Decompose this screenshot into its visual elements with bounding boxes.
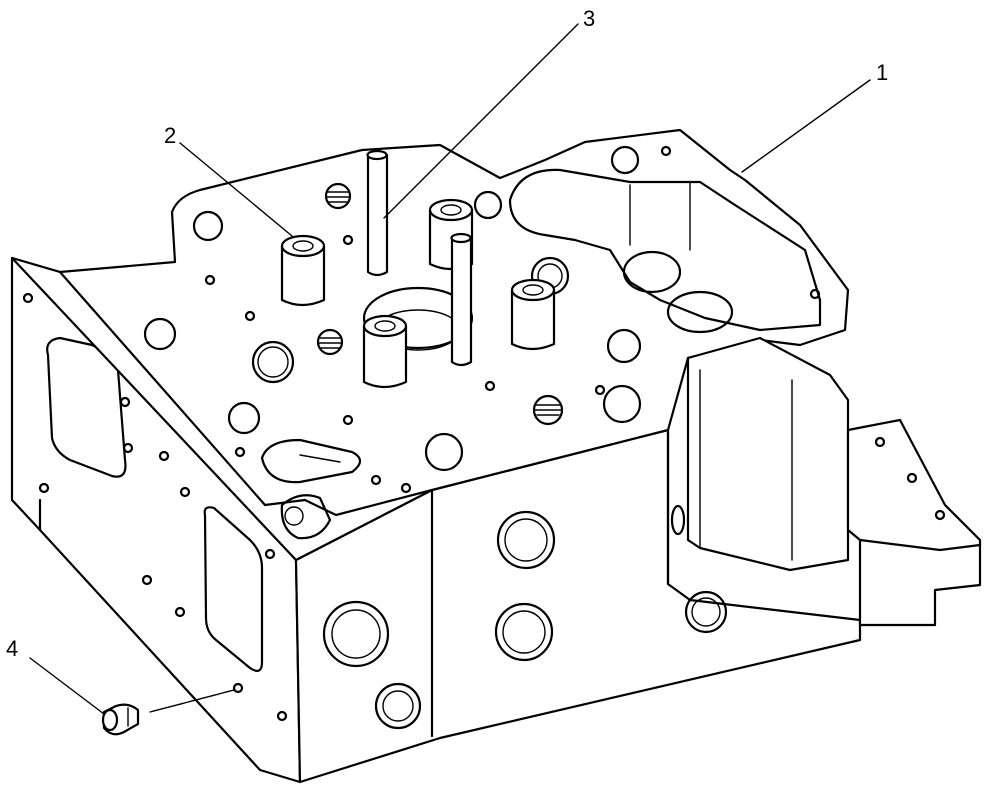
studs [366,149,473,367]
callout-labels: 1 2 3 4 [6,6,888,661]
valve-guide-3 [510,278,556,351]
callout-2: 2 [164,123,176,148]
valve-guide-4 [362,314,408,389]
leader-4 [29,657,105,715]
callout-1: 1 [876,60,888,85]
valve-guide-1 [280,234,326,307]
callout-3: 3 [583,6,595,31]
leader-1 [741,79,871,173]
threaded-holes [316,182,564,426]
front-face [294,428,862,784]
valve-guides [280,198,556,389]
leader-lines [29,23,871,715]
leader-3 [383,23,579,219]
right-bracket [670,336,982,627]
callout-4: 4 [6,636,18,661]
leader-2 [179,142,293,237]
plug [101,689,235,736]
